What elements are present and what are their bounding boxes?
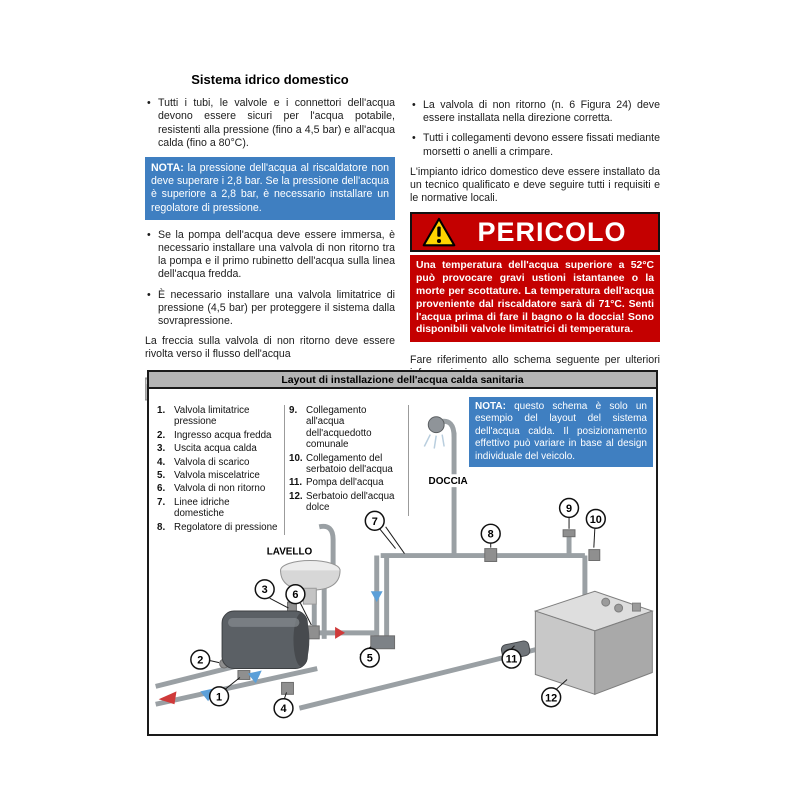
svg-text:2: 2 — [197, 655, 203, 667]
bullet-clamps: Tutti i collegamenti devono essere fissa… — [410, 132, 660, 158]
legend-item: 6.Valvola di non ritorno — [157, 483, 266, 495]
svg-text:12: 12 — [545, 692, 557, 704]
fittings — [219, 529, 601, 695]
flow-arrow-blue-icon — [370, 591, 383, 603]
svg-text:9: 9 — [566, 503, 572, 515]
callout-12: 12 — [541, 687, 562, 708]
danger-header: PERICOLO — [410, 212, 660, 253]
warning-triangle-icon — [422, 217, 456, 247]
diagram-body: 1 2 3 4 5 — [149, 389, 656, 732]
diagram-frame: Layout di installazione dell'acqua calda… — [147, 370, 658, 736]
svg-text:7: 7 — [372, 516, 378, 528]
left-column: Sistema idrico domestico Tutti i tubi, l… — [145, 73, 395, 409]
danger-title: PERICOLO — [477, 216, 627, 247]
svg-text:3: 3 — [262, 584, 268, 596]
callout-11: 11 — [501, 648, 522, 669]
drain-valve-fitting — [281, 681, 294, 695]
legend-item: 8.Regolatore di pressione — [157, 521, 278, 533]
lavello-label: LAVELLO — [267, 547, 313, 558]
right-column: La valvola di non ritorno (n. 6 Figura 2… — [410, 73, 660, 409]
svg-text:5: 5 — [367, 653, 373, 665]
bullet-check-valve-direction: La valvola di non ritorno (n. 6 Figura 2… — [410, 99, 660, 125]
legend-column-2: 9.Collegamento all'acqua dell'acquedotto… — [289, 405, 409, 516]
flow-arrow-red-icon — [335, 626, 346, 639]
leader-lines — [210, 517, 596, 699]
svg-text:11: 11 — [506, 654, 518, 666]
svg-text:10: 10 — [590, 514, 602, 526]
mixing-valve-fitting — [370, 635, 396, 650]
callout-1: 1 — [208, 686, 230, 707]
legend-item: 2.Ingresso acqua fredda — [157, 429, 272, 441]
flow-arrow-blue-icon — [247, 670, 262, 684]
water-tank-illustration — [533, 590, 654, 696]
danger-text: Una temperatura dell'acqua superiore a 5… — [410, 255, 660, 343]
callout-2: 2 — [190, 649, 211, 670]
callout-7: 7 — [364, 510, 385, 532]
bullet-relief-valve: È necessario installare una valvola limi… — [145, 289, 395, 329]
doccia-label: DOCCIA — [429, 476, 468, 487]
nota-label: NOTA: — [475, 401, 506, 412]
callout-4: 4 — [273, 698, 294, 719]
nota-label: NOTA: — [151, 162, 184, 175]
shower-illustration — [423, 416, 445, 449]
legend-item: 4.Valvola di scarico — [157, 456, 250, 468]
legend-item: 3.Uscita acqua calda — [157, 443, 257, 455]
callout-10: 10 — [585, 508, 606, 530]
qualified-technician-paragraph: L'impianto idrico domestico deve essere … — [410, 165, 660, 205]
tank-connection-fitting — [588, 549, 601, 561]
legend-item: 9.Collegamento all'acqua dell'acquedotto… — [289, 405, 372, 451]
water-heater-illustration — [221, 610, 310, 670]
nota-box-diagram: NOTA: questo schema è solo un esempio de… — [469, 397, 653, 468]
text-columns: Sistema idrico domestico Tutti i tubi, l… — [145, 73, 661, 409]
legend-item: 7.Linee idriche domestiche — [157, 496, 230, 520]
svg-text:8: 8 — [488, 529, 494, 541]
callouts: 1 2 3 4 5 — [190, 497, 606, 719]
flow-arrows — [158, 591, 383, 705]
legend-column-1: 1.Valvola limitatrice pressione 2.Ingres… — [157, 405, 285, 536]
callout-5: 5 — [359, 647, 380, 668]
svg-text:1: 1 — [216, 691, 222, 703]
flow-arrow-red-icon — [158, 691, 177, 705]
legend-item: 10.Collegamento del serbatoio dell'acqua — [289, 452, 393, 476]
bullet-pipes-valves: Tutti i tubi, le valvole e i connettori … — [145, 97, 395, 150]
nota-text: questo schema è solo un esempio del layo… — [475, 401, 647, 462]
sink-illustration — [280, 560, 341, 605]
diagram-title: Layout di installazione dell'acqua calda… — [149, 372, 656, 389]
callout-6: 6 — [285, 584, 306, 605]
nota-text: la pressione dell'acqua al riscaldatore … — [151, 162, 390, 214]
bullet-pump-immersed: Se la pompa dell'acqua deve essere immer… — [145, 229, 395, 282]
pressure-regulator-fitting — [484, 548, 498, 562]
legend-item: 11.Pompa dell'acqua — [289, 477, 384, 489]
svg-text:6: 6 — [292, 589, 298, 601]
callout-3: 3 — [254, 579, 275, 600]
legend-item: 1.Valvola limitatrice pressione — [157, 405, 250, 428]
danger-box: PERICOLO Una temperatura dell'acqua supe… — [410, 212, 660, 343]
svg-text:4: 4 — [281, 703, 287, 715]
callout-8: 8 — [480, 523, 501, 544]
arrow-note: La freccia sulla valvola di non ritorno … — [145, 335, 395, 361]
diagram-labels: DOCCIA LAVELLO — [260, 474, 474, 558]
plumbing-diagram: 1 2 3 4 5 — [155, 416, 654, 719]
nota-box-pressure: NOTA: la pressione dell'acqua al riscald… — [145, 157, 395, 220]
callout-9: 9 — [558, 497, 580, 519]
legend-item: 5.Valvola miscelatrice — [157, 470, 260, 482]
page-title: Sistema idrico domestico — [191, 72, 349, 87]
legend-item: 12.Serbatoio dell'acqua dolce — [289, 490, 395, 514]
city-water-inlet-fitting — [562, 529, 576, 538]
